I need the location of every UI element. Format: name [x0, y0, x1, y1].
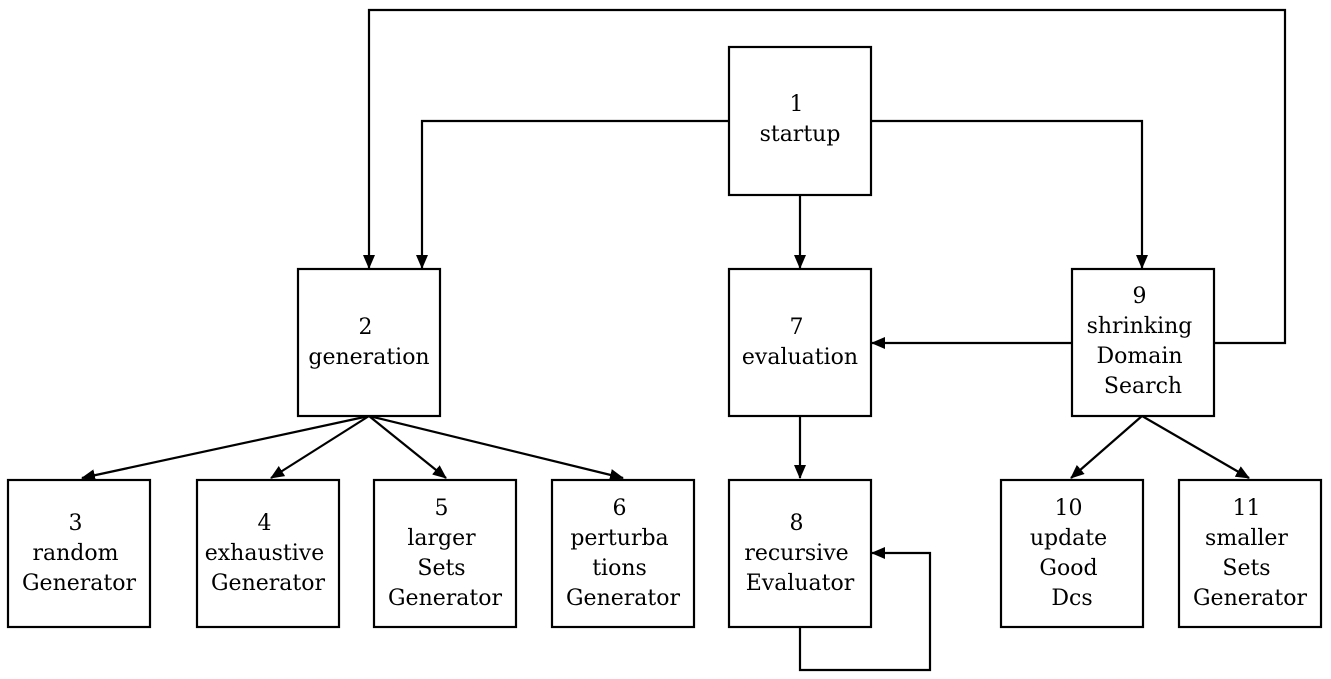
labels: 1 startup 2 generation 3 random Generato…	[22, 92, 1308, 611]
edge-8-to-8	[798, 547, 932, 672]
node-4-box	[195, 478, 341, 629]
node-6-box	[550, 478, 696, 629]
node-1-box	[727, 45, 873, 197]
edge-2-to-4	[270, 415, 370, 479]
edge-2-to-3	[81, 414, 370, 482]
edge-9-to-10	[1070, 415, 1143, 479]
node-11-label: 11 smaller Sets Generator	[1193, 496, 1308, 611]
node-3-box	[6, 478, 152, 629]
node-3-label: 3 random Generator	[22, 511, 137, 596]
node-5-label: 5 larger Sets Generator	[388, 496, 503, 611]
node-4-label: 4 exhaustive Generator	[205, 511, 332, 596]
edge-1-to-9	[871, 119, 1148, 269]
node-6-label: 6 perturba tions Generator	[566, 496, 681, 611]
node-9-box	[1070, 267, 1216, 418]
edge-2-to-5	[368, 415, 447, 479]
node-11-box	[1177, 478, 1323, 629]
edges	[81, 8, 1287, 672]
node-1-label: 1 startup	[760, 92, 841, 147]
node-8-label: 8 recursive Evaluator	[744, 511, 855, 596]
node-7-box	[727, 267, 873, 418]
node-10-box	[999, 478, 1145, 629]
edge-2-to-6	[368, 414, 624, 481]
edge-1-to-2	[416, 119, 728, 269]
edge-9-to-11	[1141, 415, 1250, 479]
node-8-box	[727, 478, 873, 629]
node-7-label: 7 evaluation	[742, 315, 858, 370]
node-9-label: 9 shrinking Domain Search	[1087, 284, 1200, 399]
node-10-label: 10 update Good Dcs	[1030, 496, 1114, 611]
node-2-label: 2 generation	[308, 315, 429, 370]
nodes	[6, 45, 1323, 629]
edge-9-to-2	[363, 8, 1287, 345]
node-5-box	[372, 478, 518, 629]
node-2-box	[296, 267, 442, 418]
